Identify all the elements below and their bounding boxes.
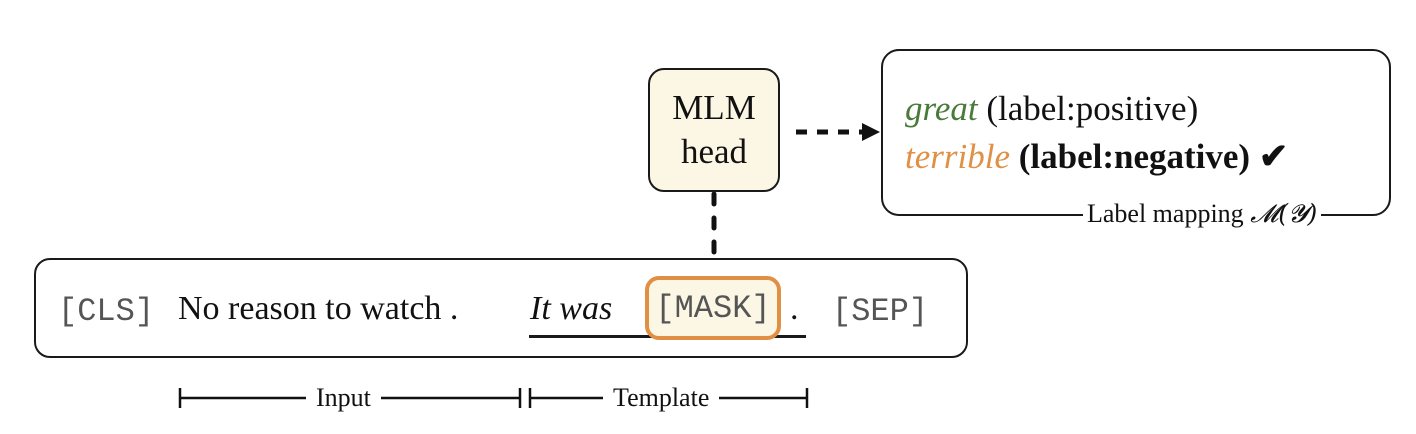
check-icon: ✔ [1258,137,1289,176]
mlm-head-line2: head [680,132,748,171]
label-word-great: great [905,89,978,128]
template-period: . [790,290,799,327]
caption-text: Label mapping [1087,199,1244,228]
sep-token: [SEP] [832,293,929,330]
arrow-head [862,123,880,141]
mapping-item-negative: terrible (label:negative) ✔ [905,137,1288,177]
input-span-label: Input [306,383,381,413]
mlm-head-box: MLM head [648,68,780,192]
mlm-head-line1: MLM [672,88,756,127]
label-negative: (label:negative) [1018,137,1251,176]
mask-token: [MASK] [655,289,771,327]
label-mapping-box: great (label:positive) terrible (label:n… [881,49,1391,216]
input-text: No reason to watch . [178,290,459,327]
caption-math: 𝓜(𝓨) [1250,199,1318,228]
cls-token: [CLS] [58,293,155,330]
template-text: It was [530,290,613,327]
label-mapping-caption: Label mapping 𝓜(𝓨) [1083,199,1322,229]
input-sentence-box [34,258,968,358]
label-word-terrible: terrible [905,137,1010,176]
label-positive: (label:positive) [986,89,1199,128]
template-span-label: Template [603,383,720,413]
mask-token-box: [MASK] [645,276,781,340]
mapping-item-positive: great (label:positive) [905,89,1198,129]
